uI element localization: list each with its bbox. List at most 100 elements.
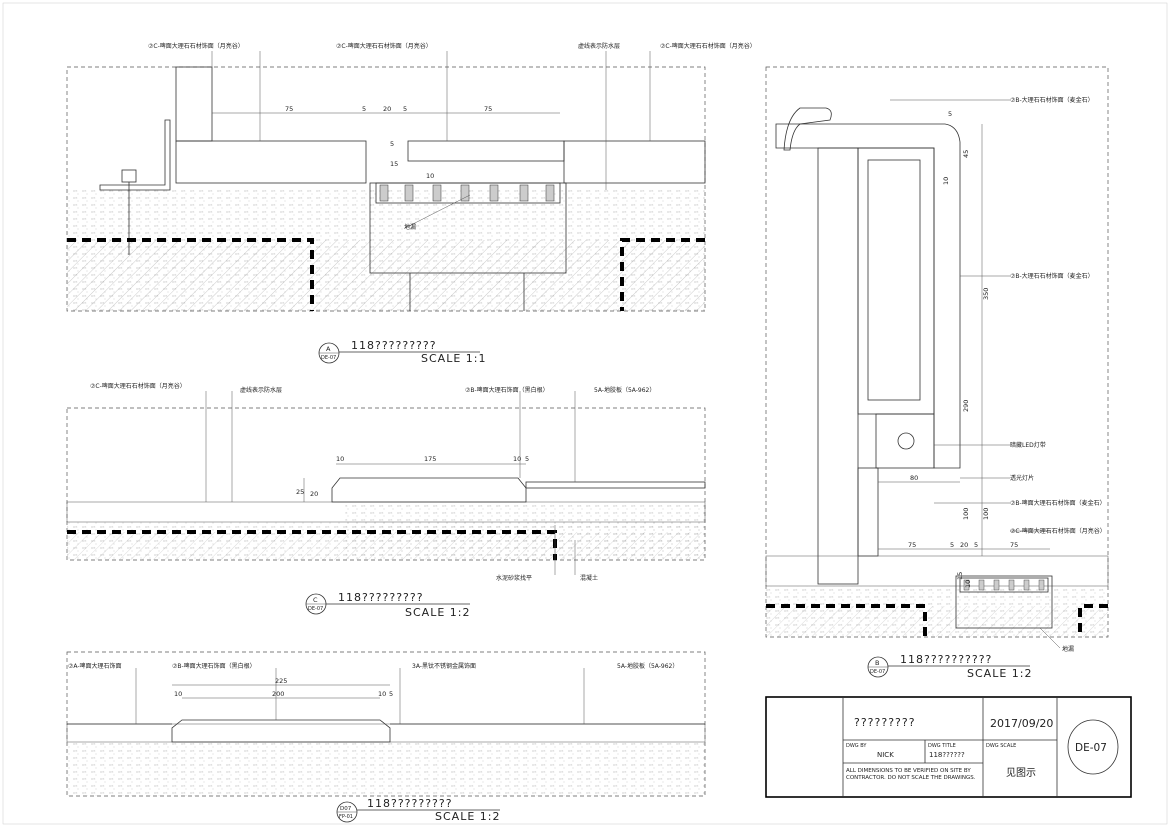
detail-a: ⑦C-啤面大理石石材饰面（月亮谷） ⑦C-啤面大理石石材饰面（月亮谷） 虚线表示… <box>66 42 756 365</box>
detail-a-dim-5: 5 <box>390 140 394 148</box>
detail-c-callout-waterproof: 虚线表示防水层 <box>240 386 282 394</box>
detail-b-handrail <box>783 107 832 151</box>
detail-b-scale: SCALE 1:2 <box>967 667 1032 680</box>
detail-c-bubble-ref: DE-07 <box>308 606 323 612</box>
detail-a-stone-mid <box>407 140 565 162</box>
detail-c-dim-4: 25 <box>296 488 304 496</box>
detail-a-dim-1: 5 <box>362 105 366 113</box>
detail-b-dim-14: 10 <box>964 580 972 588</box>
detail-b-led-strip <box>897 432 915 450</box>
detail-d-screed <box>67 742 705 796</box>
detail-c-dim-1: 175 <box>424 455 436 463</box>
detail-a-floor-drain-label: 地漏 <box>404 223 416 231</box>
detail-b-callout-glass: 透光灯片 <box>1010 474 1034 482</box>
detail-b-led-box <box>875 413 935 469</box>
title-block-dwg-scale: 见图示 <box>1006 767 1036 779</box>
detail-b-dim-2: 10 <box>942 177 950 185</box>
detail-c-callout-concrete: 混凝土 <box>580 574 598 582</box>
detail-b-dim-10: 20 <box>960 541 968 549</box>
title-block-note: ALL DIMENSIONS TO BE VERIFIED ON SITE BY… <box>846 768 976 781</box>
detail-c-callout-mortar: 水泥砂浆找平 <box>496 574 532 582</box>
detail-b-dim-3: 350 <box>982 288 990 300</box>
sheet-number-circle <box>1067 719 1119 775</box>
detail-d: ⑦A-啤面大理石饰面 ⑦B-啤面大理石饰面（黑白根） 3A-黑钛不锈钢金属饰面 … <box>66 651 706 823</box>
detail-d-callout-steel: 3A-黑钛不锈钢金属饰面 <box>412 662 476 670</box>
detail-a-waterproof-right <box>620 238 705 311</box>
detail-b-floor-stone <box>765 555 1109 587</box>
detail-b-timber-frame <box>857 147 935 415</box>
detail-a-dim-3: 5 <box>403 105 407 113</box>
detail-b-dim-8: 75 <box>908 541 916 549</box>
detail-c-scale: SCALE 1:2 <box>405 606 470 619</box>
detail-b-dim-12: 75 <box>1010 541 1018 549</box>
detail-a-dim-0: 75 <box>285 105 293 113</box>
title-block-dwg-by-label: DWG BY <box>846 743 867 749</box>
detail-b-callout-1: ⑦B-大理石石材饰面（麦金石） <box>1010 96 1094 104</box>
title-block-dwg-title-label: DWG TITLE <box>928 743 956 749</box>
detail-c-dim-2: 10 <box>513 455 521 463</box>
detail-c-title-tag: C DE-07 118????????? SCALE 1:2 <box>305 591 470 619</box>
detail-b-dim-11: 5 <box>974 541 978 549</box>
detail-c-dim-0: 10 <box>336 455 344 463</box>
title-block-date: 2017/09/20 <box>990 717 1053 730</box>
detail-b-callout-4: ⑦C-啤面大理石石材饰面（月亮谷） <box>1010 527 1106 535</box>
detail-a-dim-6: 15 <box>390 160 398 168</box>
detail-b-dim-0: 5 <box>948 110 952 118</box>
detail-b-bubble-ref: DE-07 <box>870 669 885 675</box>
detail-d-callout-left: ⑦A-啤面大理石饰面 <box>68 662 122 670</box>
detail-d-title-tag: D07 FP-01 118????????? SCALE 1:2 <box>336 797 500 823</box>
detail-d-stone-strip <box>66 723 706 743</box>
detail-b-dim-5: 80 <box>910 474 918 482</box>
detail-b-callout-3: ⑦B-啤面大理石石材饰面（麦金石） <box>1010 499 1106 507</box>
detail-b-frame <box>765 66 1109 638</box>
detail-b-bubble-letter: B <box>875 659 879 667</box>
detail-a-dim-4: 75 <box>484 105 492 113</box>
detail-c-callout-mid: ⑦B-啤面大理石饰面（黑白根） <box>465 386 549 394</box>
detail-a-dim-7: 10 <box>426 172 434 180</box>
detail-a-grate <box>379 184 555 202</box>
detail-b-dim-13: 15 <box>956 572 964 580</box>
detail-d-title: 118????????? <box>367 797 453 810</box>
detail-b-title: 118?????????? <box>900 653 992 666</box>
detail-a-dim-2: 20 <box>383 105 391 113</box>
detail-a-bolt <box>121 169 137 183</box>
detail-b: ⑦B-大理石石材饰面（麦金石） ⑦B-大理石石材饰面（麦金石） 暗藏LED灯带 … <box>765 66 1109 680</box>
detail-a-title: 118????????? <box>351 339 437 352</box>
detail-b-callout-2: ⑦B-大理石石材饰面（麦金石） <box>1010 272 1094 280</box>
detail-d-threshold <box>171 719 391 743</box>
title-block-note-wrap: ALL DIMENSIONS TO BE VERIFIED ON SITE BY… <box>846 768 976 781</box>
detail-b-lower-stone <box>857 467 879 557</box>
detail-a-concrete <box>67 240 705 311</box>
detail-d-bubble-letter: D07 <box>340 806 352 812</box>
detail-c: ⑦C-啤面大理石石材饰面（月亮谷） 虚线表示防水层 ⑦B-啤面大理石饰面（黑白根… <box>66 382 706 619</box>
detail-c-callout-left: ⑦C-啤面大理石石材饰面（月亮谷） <box>90 382 186 390</box>
detail-d-dim-1: 200 <box>272 690 284 698</box>
detail-c-concrete <box>67 532 705 560</box>
title-block-sheet-no: DE-07 <box>1075 742 1107 754</box>
detail-a-stone-right <box>563 140 706 184</box>
title-block-dwg-scale-label: DWG SCALE <box>986 743 1016 749</box>
detail-b-callout-led: 暗藏LED灯带 <box>1010 441 1046 449</box>
detail-c-title: 118????????? <box>338 591 424 604</box>
detail-a-callout-right: ⑦C-啤面大理石石材饰面（月亮谷） <box>660 42 756 50</box>
detail-c-dim-5: 20 <box>310 490 318 498</box>
detail-b-grate <box>963 579 1045 591</box>
detail-c-bubble-letter: C <box>313 596 318 604</box>
detail-a-stone-left <box>175 140 367 184</box>
detail-a-callout-waterproof: 虚线表示防水层 <box>578 42 620 50</box>
detail-b-waterproof-left <box>766 604 927 637</box>
detail-d-dim-3: 10 <box>378 690 386 698</box>
detail-d-scale: SCALE 1:2 <box>435 810 500 823</box>
title-block-frame <box>765 696 1132 798</box>
detail-d-dim-2: 10 <box>174 690 182 698</box>
detail-b-waterproof-right <box>1078 604 1108 637</box>
detail-d-callout-mid: ⑦B-啤面大理石饰面（黑白根） <box>172 662 256 670</box>
detail-b-dim-4: 290 <box>962 400 970 412</box>
title-block-dwg-by: NICK <box>877 751 894 759</box>
detail-a-bubble-ref: DE-07 <box>321 355 336 361</box>
detail-c-threshold <box>331 477 527 503</box>
detail-d-dim-4: 5 <box>389 690 393 698</box>
detail-a-bubble-letter: A <box>326 345 331 353</box>
detail-a-scale: SCALE 1:1 <box>421 352 486 365</box>
